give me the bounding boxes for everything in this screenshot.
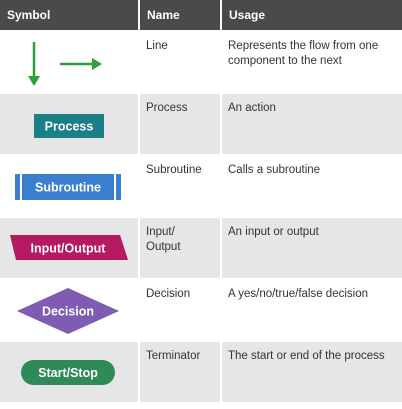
name-cell: Input/ Output — [138, 216, 220, 278]
symbol-cell — [0, 30, 138, 92]
symbol-cell: Input/Output — [0, 216, 138, 278]
name-cell: Line — [138, 30, 220, 92]
input-output-symbol-label: Input/Output — [31, 242, 107, 256]
usage-cell: An input or output — [220, 216, 402, 278]
symbol-cell: Subroutine — [0, 154, 138, 216]
name-cell: Decision — [138, 278, 220, 340]
subroutine-symbol-label: Subroutine — [35, 181, 101, 195]
table-row-decision: Decision Decision A yes/no/true/false de… — [0, 278, 402, 340]
process-symbol-label: Process — [45, 120, 94, 134]
table-row-subroutine: Subroutine Subroutine Calls a subroutine — [0, 154, 402, 216]
name-cell: Process — [138, 92, 220, 154]
usage-cell: Calls a subroutine — [220, 154, 402, 216]
parallelogram-icon: Input/Output — [10, 235, 128, 260]
symbol-cell: Decision — [0, 278, 138, 340]
header-usage: Usage — [220, 0, 402, 30]
decision-symbol-label: Decision — [42, 305, 94, 319]
usage-cell: A yes/no/true/false decision — [220, 278, 402, 340]
table-row-process: Process Process An action — [0, 92, 402, 154]
table-row-terminator: Start/Stop Terminator The start or end o… — [0, 340, 402, 402]
rounded-terminator-icon: Start/Stop — [21, 360, 115, 385]
start-stop-symbol-label: Start/Stop — [38, 366, 98, 380]
table-row-line: Line Represents the flow from one compon… — [0, 30, 402, 92]
diamond-icon: Decision — [17, 288, 119, 334]
header-row: Symbol Name Usage — [0, 0, 402, 30]
flow-arrows-icon — [28, 42, 102, 86]
usage-cell: The start or end of the process — [220, 340, 402, 402]
usage-cell: Represents the flow from one component t… — [220, 30, 402, 92]
symbol-cell: Start/Stop — [0, 340, 138, 402]
symbol-cell: Process — [0, 92, 138, 154]
usage-cell: An action — [220, 92, 402, 154]
header-name: Name — [138, 0, 220, 30]
name-cell: Terminator — [138, 340, 220, 402]
name-cell: Subroutine — [138, 154, 220, 216]
subroutine-box-icon: Subroutine — [15, 174, 121, 200]
process-rectangle-icon: Process — [34, 114, 104, 138]
table-row-input-output: Input/Output Input/ Output An input or o… — [0, 216, 402, 278]
header-symbol: Symbol — [0, 0, 138, 30]
